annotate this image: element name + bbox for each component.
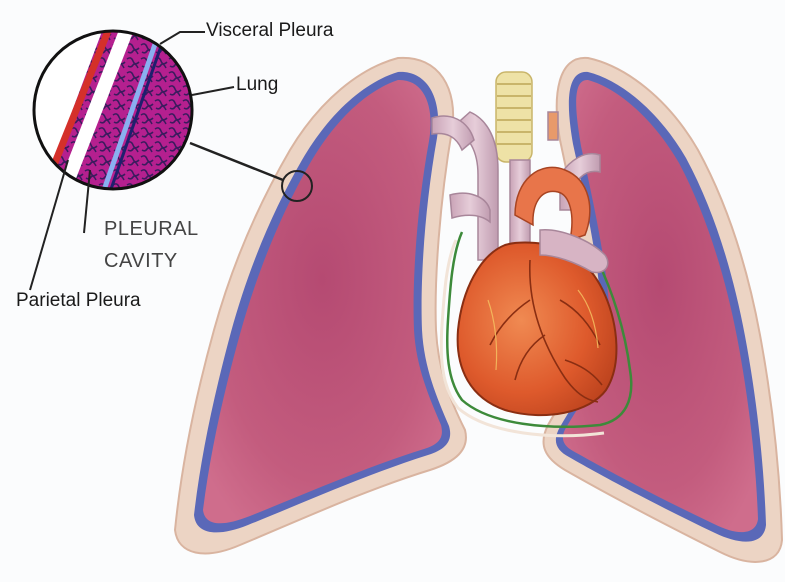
cavity-label: CAVITY bbox=[104, 250, 178, 273]
magnify-connector-line bbox=[190, 143, 283, 180]
pleural-label: PLEURAL bbox=[104, 218, 199, 241]
visceral-pleura-label: Visceral Pleura bbox=[206, 20, 333, 42]
trachea bbox=[496, 72, 532, 162]
lung-label: Lung bbox=[236, 74, 278, 96]
magnified-inset bbox=[0, 0, 200, 210]
parietal-pleura-label: Parietal Pleura bbox=[16, 290, 141, 312]
left-lung bbox=[175, 58, 466, 554]
